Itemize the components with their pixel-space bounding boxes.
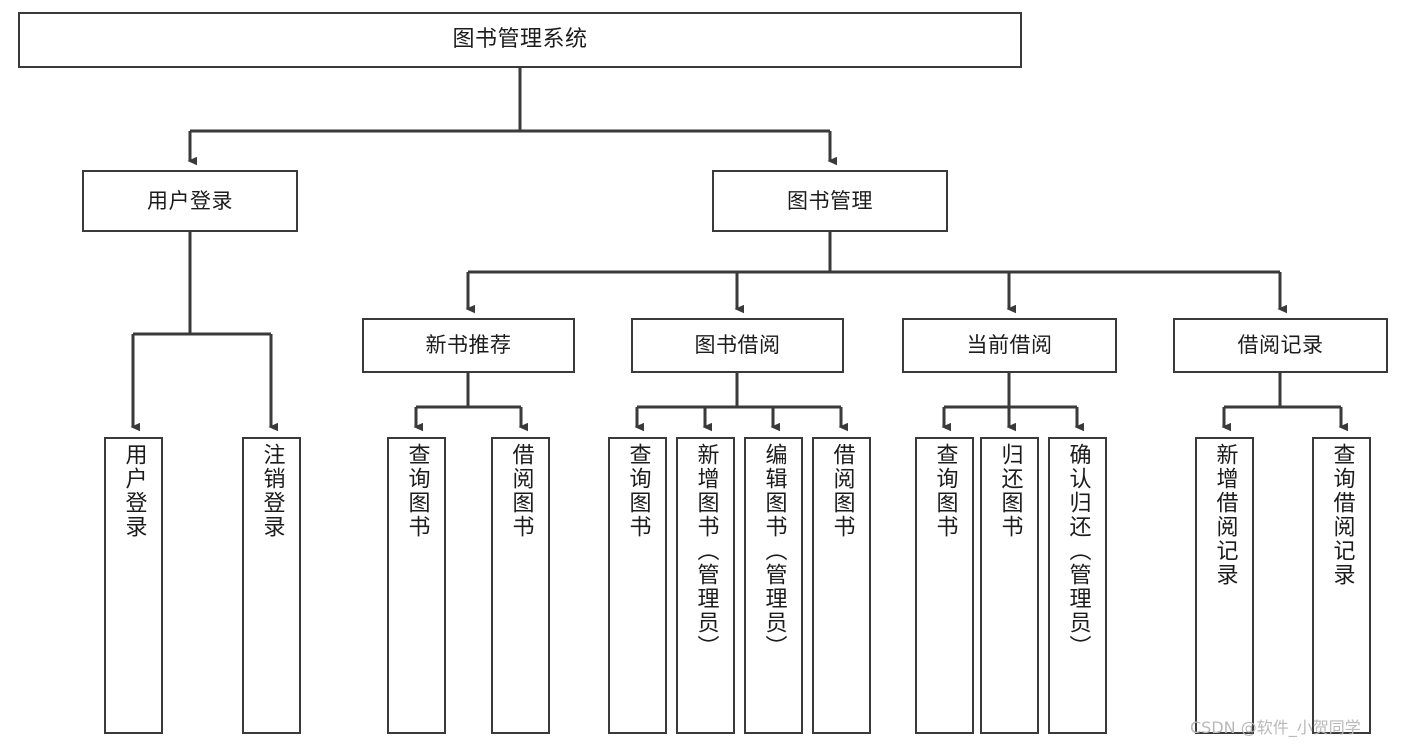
node-user-login[interactable]: 用户登录 (82, 170, 298, 232)
leaf-current-borrow-confirm-return-admin[interactable]: 确认归还（管理员） (1048, 437, 1107, 734)
leaf-user-login-logout[interactable]: 注销登录 (242, 437, 301, 734)
node-borrow-record[interactable]: 借阅记录 (1173, 318, 1388, 373)
node-label: 查询图书 (625, 443, 651, 539)
leaf-current-borrow-return-book[interactable]: 归还图书 (980, 437, 1039, 734)
node-label: 归还图书 (997, 443, 1023, 539)
node-label: 借阅图书 (508, 443, 534, 539)
node-label: 编辑图书（管理员） (761, 443, 787, 659)
leaf-borrow-record-add-record[interactable]: 新增借阅记录 (1195, 437, 1254, 734)
node-current-borrow[interactable]: 当前借阅 (902, 318, 1117, 373)
node-label: 新增借阅记录 (1212, 443, 1238, 587)
csdn-watermark: CSDN @软件_小贺同学 (1190, 718, 1361, 737)
leaf-current-borrow-query-book[interactable]: 查询图书 (915, 437, 974, 734)
node-label: 图书管理 (787, 188, 873, 213)
node-root-book-management-system[interactable]: 图书管理系统 (18, 12, 1022, 68)
node-label: 用户登录 (121, 443, 147, 539)
leaf-borrow-record-query-record[interactable]: 查询借阅记录 (1312, 437, 1371, 734)
node-label: 图书管理系统 (452, 27, 588, 53)
leaf-book-borrow-add-book-admin[interactable]: 新增图书（管理员） (676, 437, 735, 734)
leaf-new-book-borrow-book[interactable]: 借阅图书 (491, 437, 550, 734)
node-label: 新书推荐 (425, 333, 512, 358)
leaf-book-borrow-query-book[interactable]: 查询图书 (608, 437, 667, 734)
node-label: 用户登录 (147, 188, 233, 213)
node-label: 注销登录 (259, 443, 285, 539)
node-label: 新增图书（管理员） (693, 443, 719, 659)
node-label: 确认归还（管理员） (1065, 443, 1091, 659)
leaf-book-borrow-edit-book-admin[interactable]: 编辑图书（管理员） (744, 437, 803, 734)
node-label: 图书借阅 (694, 333, 781, 358)
node-label: 借阅图书 (829, 443, 855, 539)
node-label: 借阅记录 (1237, 333, 1324, 358)
node-new-book-recommend[interactable]: 新书推荐 (362, 318, 575, 373)
leaf-new-book-query-book[interactable]: 查询图书 (387, 437, 446, 734)
node-label: 当前借阅 (966, 333, 1053, 358)
node-label: 查询图书 (932, 443, 958, 539)
node-book-borrow[interactable]: 图书借阅 (631, 318, 844, 373)
node-label: 查询借阅记录 (1329, 443, 1355, 587)
leaf-book-borrow-borrow-book[interactable]: 借阅图书 (812, 437, 871, 734)
node-book-management[interactable]: 图书管理 (712, 170, 948, 232)
node-label: 查询图书 (404, 443, 430, 539)
leaf-user-login-login[interactable]: 用户登录 (104, 437, 163, 734)
